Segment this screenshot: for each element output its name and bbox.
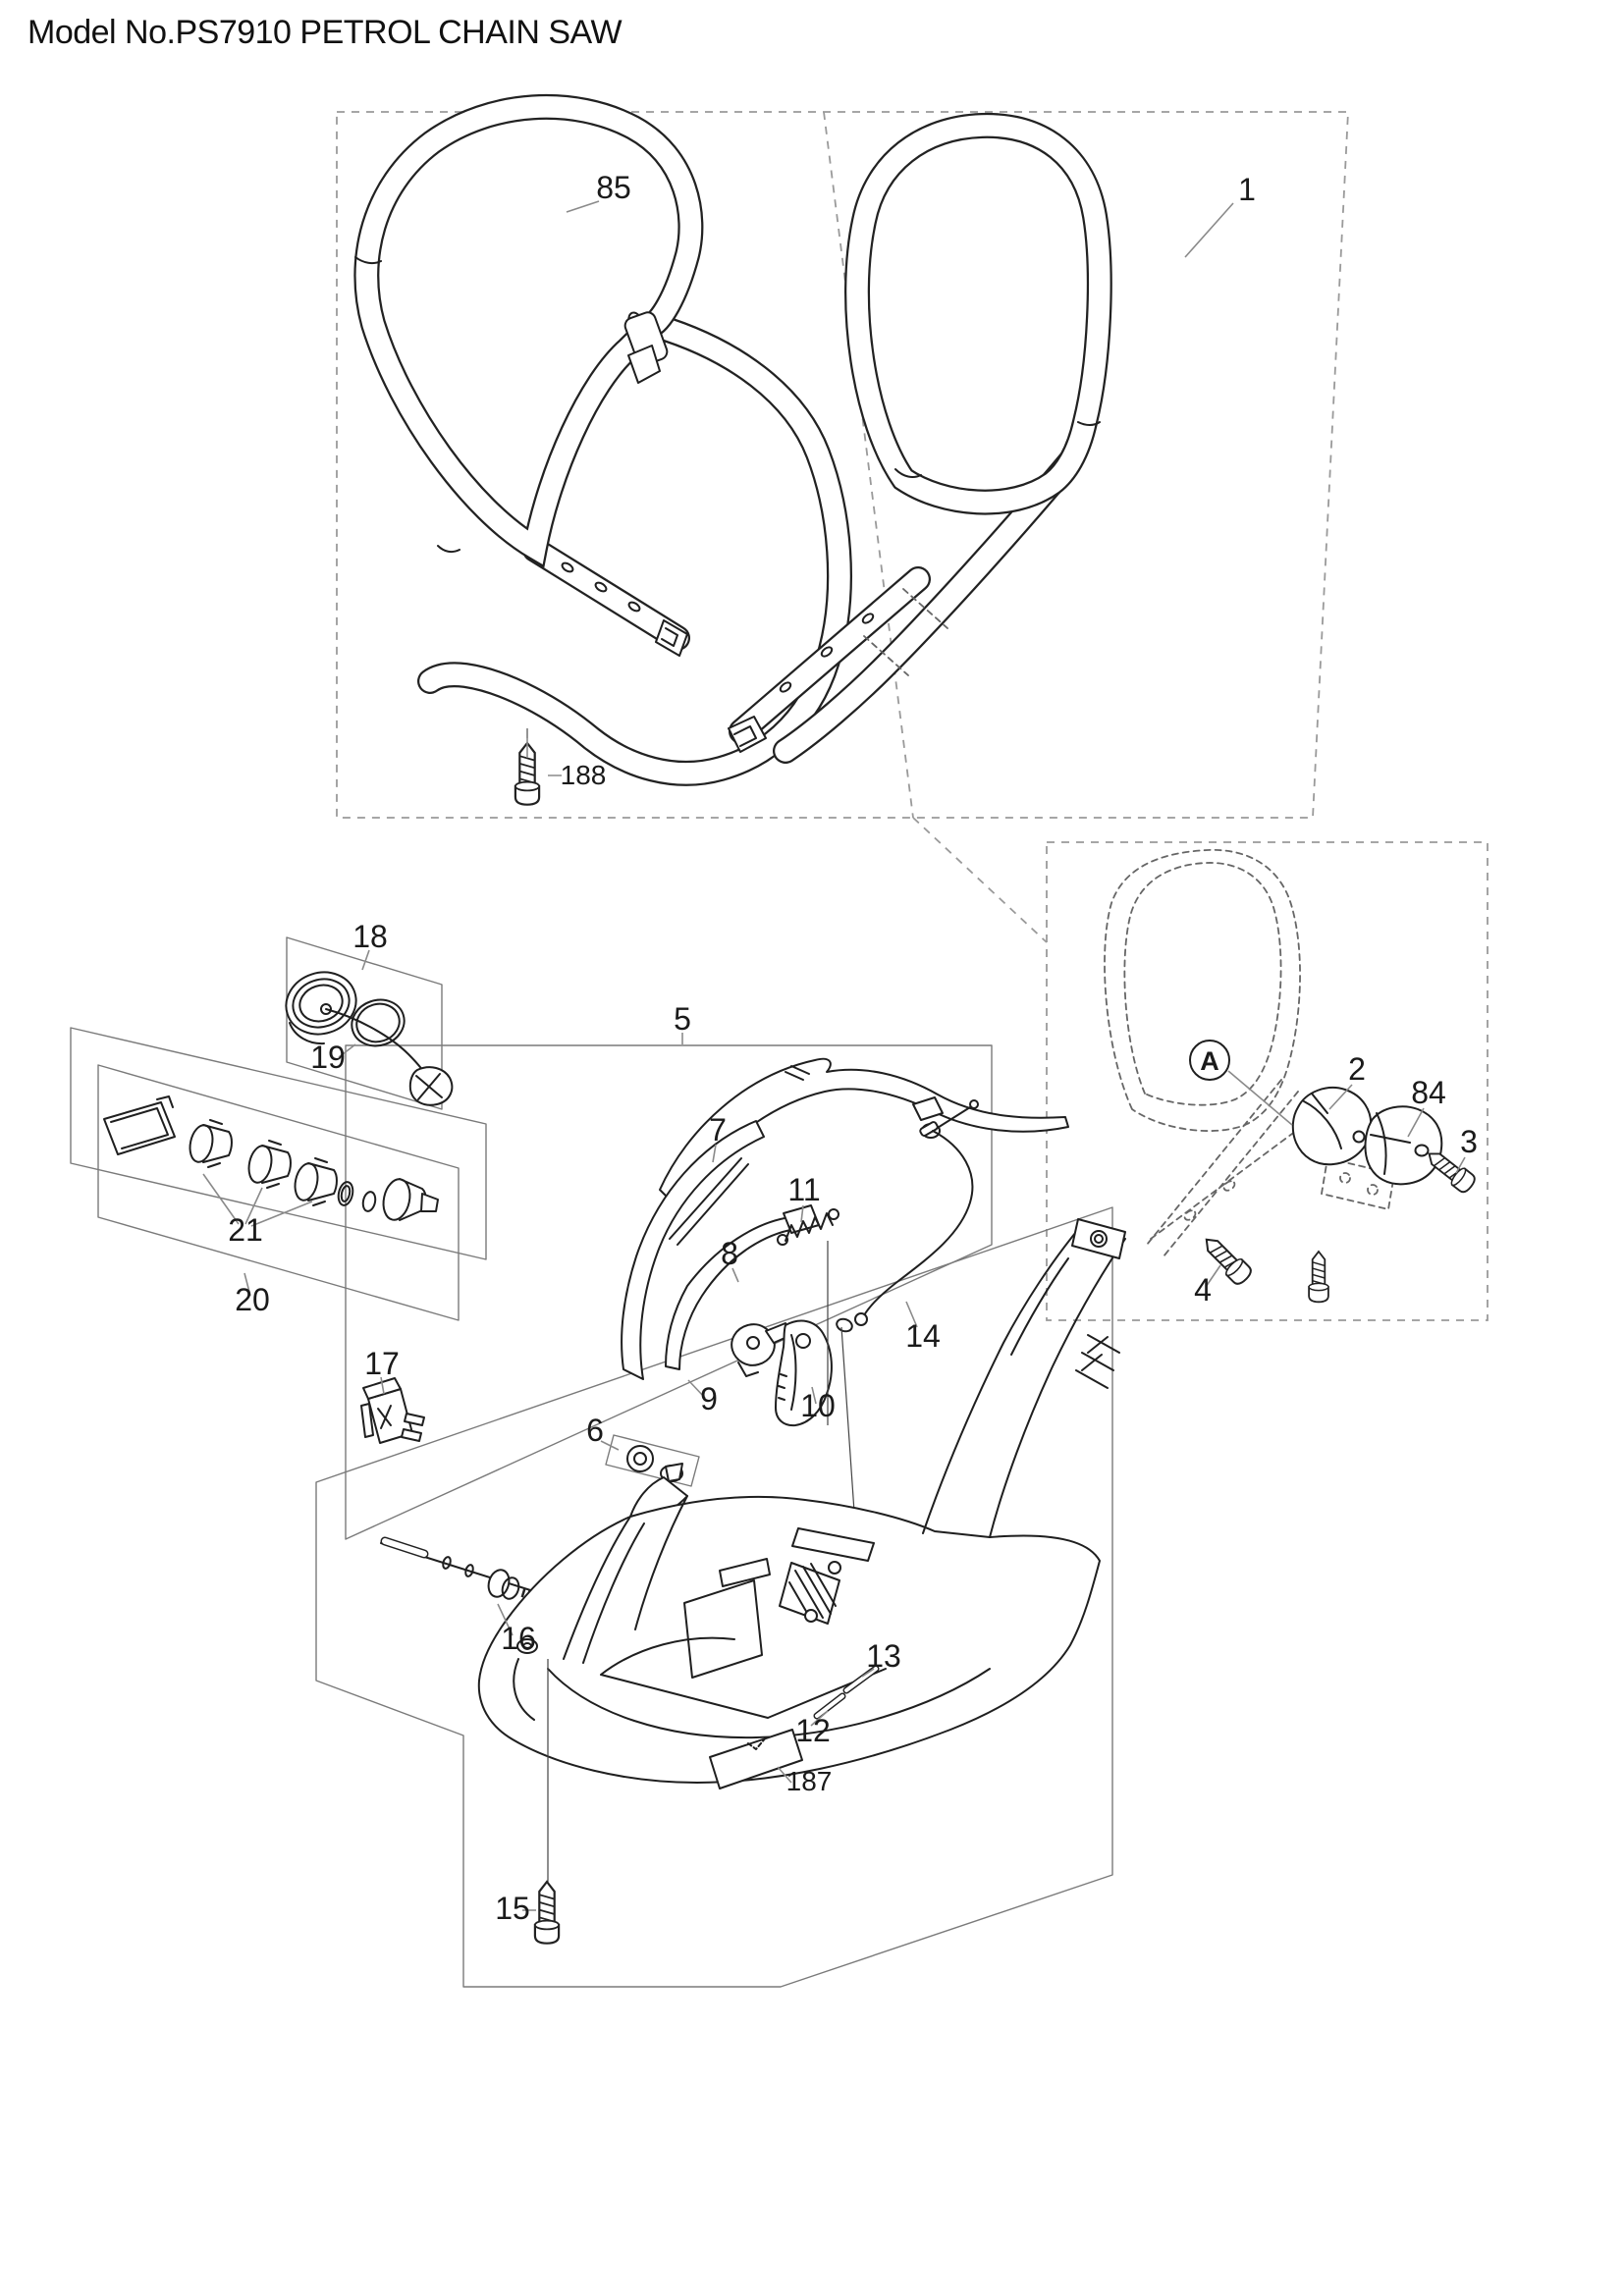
part-label-1: 1: [1238, 172, 1256, 207]
part-label-14: 14: [905, 1318, 941, 1354]
detail-a-marker-letter: A: [1200, 1046, 1219, 1076]
part-label-3: 3: [1460, 1124, 1478, 1159]
part-label-6: 6: [586, 1413, 604, 1448]
part-label-10: 10: [800, 1388, 836, 1423]
trigger-10-drawing: [775, 1319, 833, 1427]
part-label-17: 17: [364, 1346, 400, 1381]
front-handle-85-drawing: [353, 93, 852, 806]
part-label-7: 7: [709, 1112, 727, 1148]
group-boxes: [70, 111, 1489, 1988]
part-label-4: 4: [1194, 1272, 1212, 1308]
box-part20: [70, 1027, 487, 1260]
coupler-parts-drawing: [103, 1095, 439, 1221]
box-part18: [286, 936, 443, 1110]
part-label-16: 16: [501, 1621, 536, 1656]
part-label-9: 9: [700, 1381, 718, 1416]
page-title: Model No.PS7910 PETROL CHAIN SAW: [27, 14, 623, 51]
cable-14-drawing: [836, 1099, 979, 1333]
part-label-12: 12: [795, 1713, 831, 1748]
part-label-13: 13: [866, 1638, 901, 1674]
throttle-group-drawing: [360, 1057, 1069, 1570]
part-label-11: 11: [787, 1172, 820, 1207]
part-label-188: 188: [561, 760, 607, 790]
lever-7-drawing: [621, 1120, 765, 1380]
top-box-divider: [823, 111, 914, 819]
detail-cut-mark: [863, 635, 909, 676]
lever-8-drawing: [665, 1216, 796, 1370]
screw-15-drawing: [533, 1880, 561, 1945]
housing-drawing: [477, 1218, 1126, 1945]
box-part5: [345, 1044, 993, 1540]
bracket-9-drawing: [731, 1322, 792, 1377]
part-labels: 85 1 188 18 19 5 7 11 8 14 9 10 6 17 16 …: [228, 170, 1478, 1926]
box-part21: [97, 1064, 460, 1321]
cover-84-drawing: [1364, 1105, 1443, 1186]
part-label-15: 15: [495, 1891, 530, 1926]
detail-a-marker-circle: [1189, 1040, 1230, 1081]
part-label-8: 8: [721, 1236, 738, 1271]
part-label-18: 18: [352, 919, 388, 954]
part-label-21: 21: [228, 1212, 263, 1248]
top-handle-1-drawing: [728, 112, 1112, 764]
fuel-cap-drawing: [285, 971, 454, 1106]
box-housing: [315, 1206, 1113, 1988]
part-label-84: 84: [1411, 1075, 1446, 1110]
switch-17-drawing: [360, 1377, 425, 1444]
part-label-20: 20: [235, 1282, 270, 1317]
part-label-5: 5: [674, 1001, 691, 1037]
detail-a-dashed-box: [1046, 841, 1489, 1321]
label-leaders: [202, 200, 1466, 1911]
pin-13-drawing: [842, 1665, 880, 1694]
part-label-85: 85: [596, 170, 631, 205]
box-part6: [605, 1434, 700, 1487]
part-label-187: 187: [786, 1766, 833, 1796]
detail-leader-dashed: [912, 817, 1048, 943]
pin-12-drawing: [813, 1692, 846, 1720]
detail-cut-mark: [902, 588, 948, 629]
part-label-2: 2: [1348, 1051, 1366, 1087]
spring-11-drawing: [777, 1208, 839, 1246]
detail-a-drawing: A: [1104, 849, 1479, 1304]
screw-detail-a-drawing: [1308, 1251, 1329, 1304]
grommets-6-drawing: [626, 1445, 683, 1482]
handle-cover-drawing: [659, 1057, 1069, 1208]
part-label-19: 19: [310, 1040, 346, 1075]
clamp-2-drawing: [1291, 1087, 1373, 1166]
